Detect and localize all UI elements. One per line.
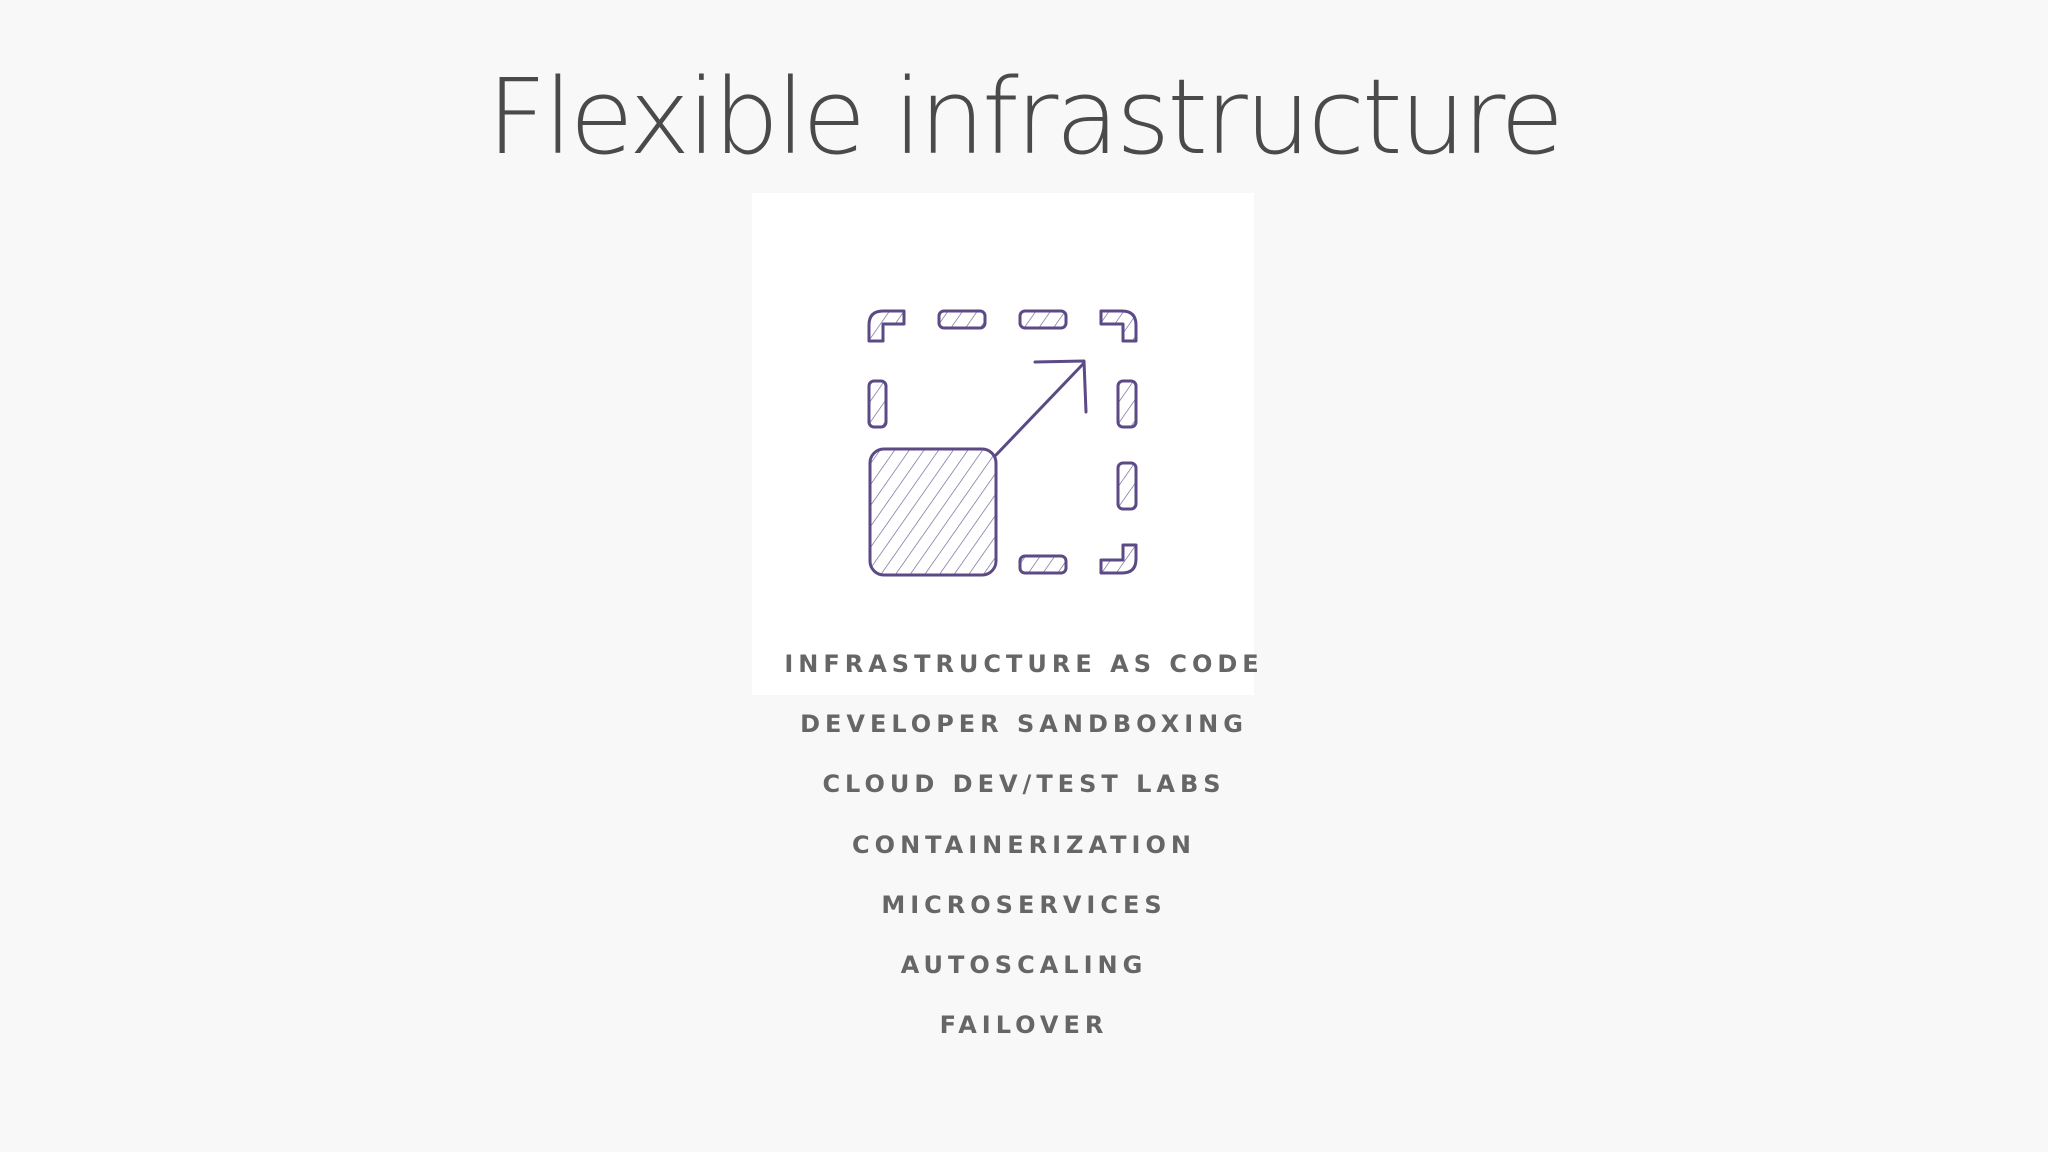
- illustration-card: [752, 193, 1254, 695]
- resize-expand-icon: [867, 309, 1138, 577]
- feature-list: INFRASTRUCTURE AS CODE DEVELOPER SANDBOX…: [0, 642, 2048, 1063]
- list-item: CONTAINERIZATION: [852, 830, 1196, 859]
- list-item: MICROSERVICES: [881, 890, 1167, 919]
- list-item: DEVELOPER SANDBOXING: [800, 710, 1248, 739]
- list-item: INFRASTRUCTURE AS CODE: [784, 650, 1264, 678]
- slide-title: Flexible infrastructure: [486, 56, 1564, 178]
- list-item: AUTOSCALING: [900, 950, 1148, 979]
- list-item: CLOUD DEV/TEST LABS: [822, 770, 1226, 799]
- list-item: FAILOVER: [939, 1011, 1109, 1040]
